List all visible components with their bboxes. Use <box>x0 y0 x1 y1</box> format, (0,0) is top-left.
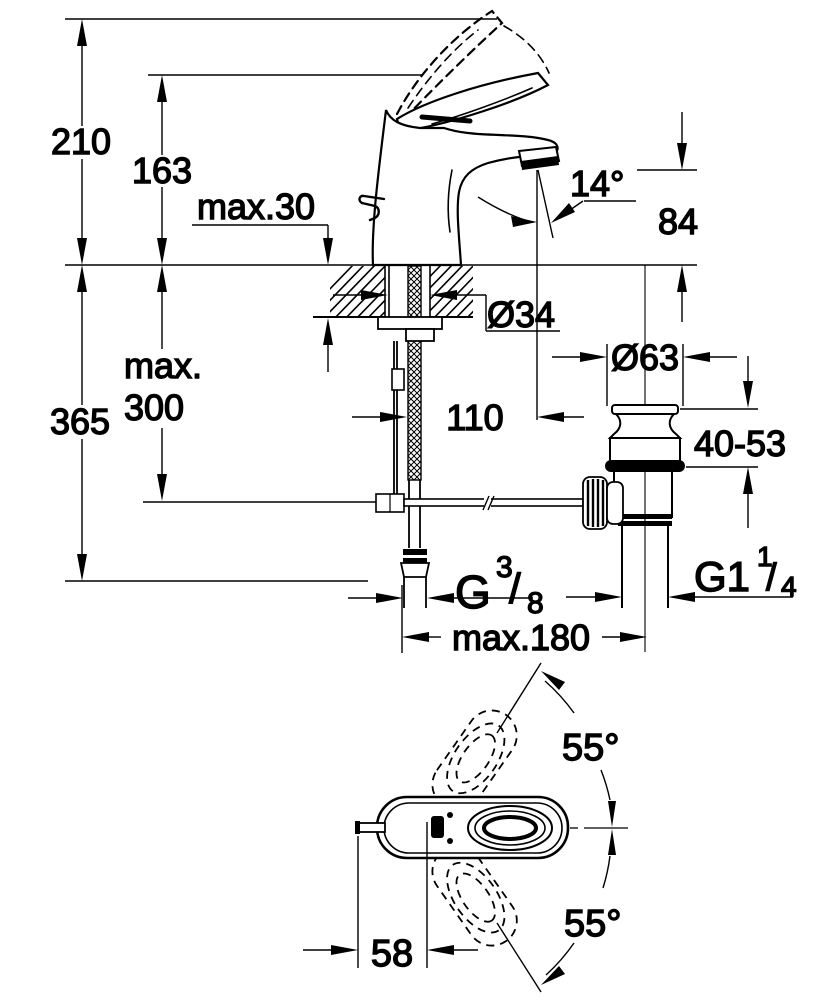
dim-84-label: 84 <box>658 201 698 242</box>
waste-cap <box>611 404 679 415</box>
waste-assembly <box>582 265 685 652</box>
plan-body <box>375 795 570 860</box>
dim-163-label: 163 <box>132 150 192 191</box>
rod-knob <box>582 476 624 530</box>
dim-spout-height: 163 <box>128 75 196 265</box>
dim-58-label: 58 <box>371 933 413 975</box>
thread-g114-base: G1 <box>694 553 750 600</box>
dim-max30-label: max.30 <box>197 186 315 227</box>
dim-55-top-label: 55° <box>562 727 619 769</box>
waste-neck <box>607 413 683 439</box>
pop-up-rod-hook <box>358 194 386 222</box>
dim-supply-thread: G 3 / 8 <box>348 550 544 621</box>
braided-hose <box>407 265 422 481</box>
handle-lever <box>395 71 550 131</box>
thread-g38-slash: / <box>509 565 521 612</box>
dim-rod-offset: 58 <box>303 822 478 976</box>
dim-hole-diameter: Ø34 <box>333 290 560 336</box>
faucet-body <box>371 109 559 267</box>
extension-lines <box>65 18 697 582</box>
dim-max180-label: max.180 <box>452 617 590 658</box>
dim-spray-angle: 14° <box>477 162 636 227</box>
dim-total-depth: 365 <box>43 265 117 581</box>
dim-210-label: 210 <box>51 121 111 162</box>
dim-max300-label-2: 300 <box>124 387 184 428</box>
dim-swivel-angle: 55° 55° <box>496 662 622 993</box>
dim-55-bottom-label: 55° <box>564 903 621 945</box>
thread-g38-base: G <box>455 566 491 618</box>
faucet-side-view <box>358 9 561 267</box>
thread-g114-sup: 1 <box>757 541 773 572</box>
waste-shoulder <box>609 437 681 463</box>
waste-seal <box>605 460 685 472</box>
dim-overall-height: 210 <box>45 19 117 265</box>
dim-14deg-label: 14° <box>570 163 624 204</box>
dimensions: 210 163 max.30 14° <box>43 19 797 659</box>
plan-pop-up-rod <box>355 821 386 834</box>
dim-40-53-label: 40-53 <box>694 423 786 464</box>
faucet-plan-view: 55° 55° 58 <box>303 662 628 993</box>
dim-spout-projection: 110 <box>352 396 584 439</box>
dim-110-label: 110 <box>446 397 503 438</box>
handle-rotated-down-dashed <box>431 845 518 947</box>
mounting-flange <box>377 316 443 330</box>
handle-rotated-up-dashed <box>431 709 518 811</box>
supply-fitting <box>399 549 431 608</box>
dim-waste-thread: G1 1 / 4 <box>566 540 797 603</box>
dim-max300-label-1: max. <box>124 345 202 386</box>
aerator <box>517 145 561 170</box>
dim-o34-label: Ø34 <box>487 294 555 335</box>
thread-g38-sub: 8 <box>527 587 544 620</box>
mounting-nut <box>405 328 435 342</box>
dim-365-label: 365 <box>50 401 110 442</box>
dim-waste-diameter: Ø63 <box>552 336 737 406</box>
dim-o63-label: Ø63 <box>611 337 679 378</box>
thread-g114-slash: / <box>766 557 777 599</box>
pop-up-linkage <box>375 493 584 513</box>
logo-plate <box>431 816 444 838</box>
rod-joint <box>391 368 405 391</box>
thread-g114-sub: 4 <box>781 571 797 602</box>
dim-max-width: max.180 <box>401 585 647 659</box>
thread-g38-sup: 3 <box>496 551 513 584</box>
dim-clamping-range: 40-53 <box>680 356 787 528</box>
dim-deck-thickness: max.30 <box>192 185 333 372</box>
dim-aerator-height: 84 <box>657 112 699 322</box>
dim-hose-depth: max. 300 <box>118 265 216 501</box>
